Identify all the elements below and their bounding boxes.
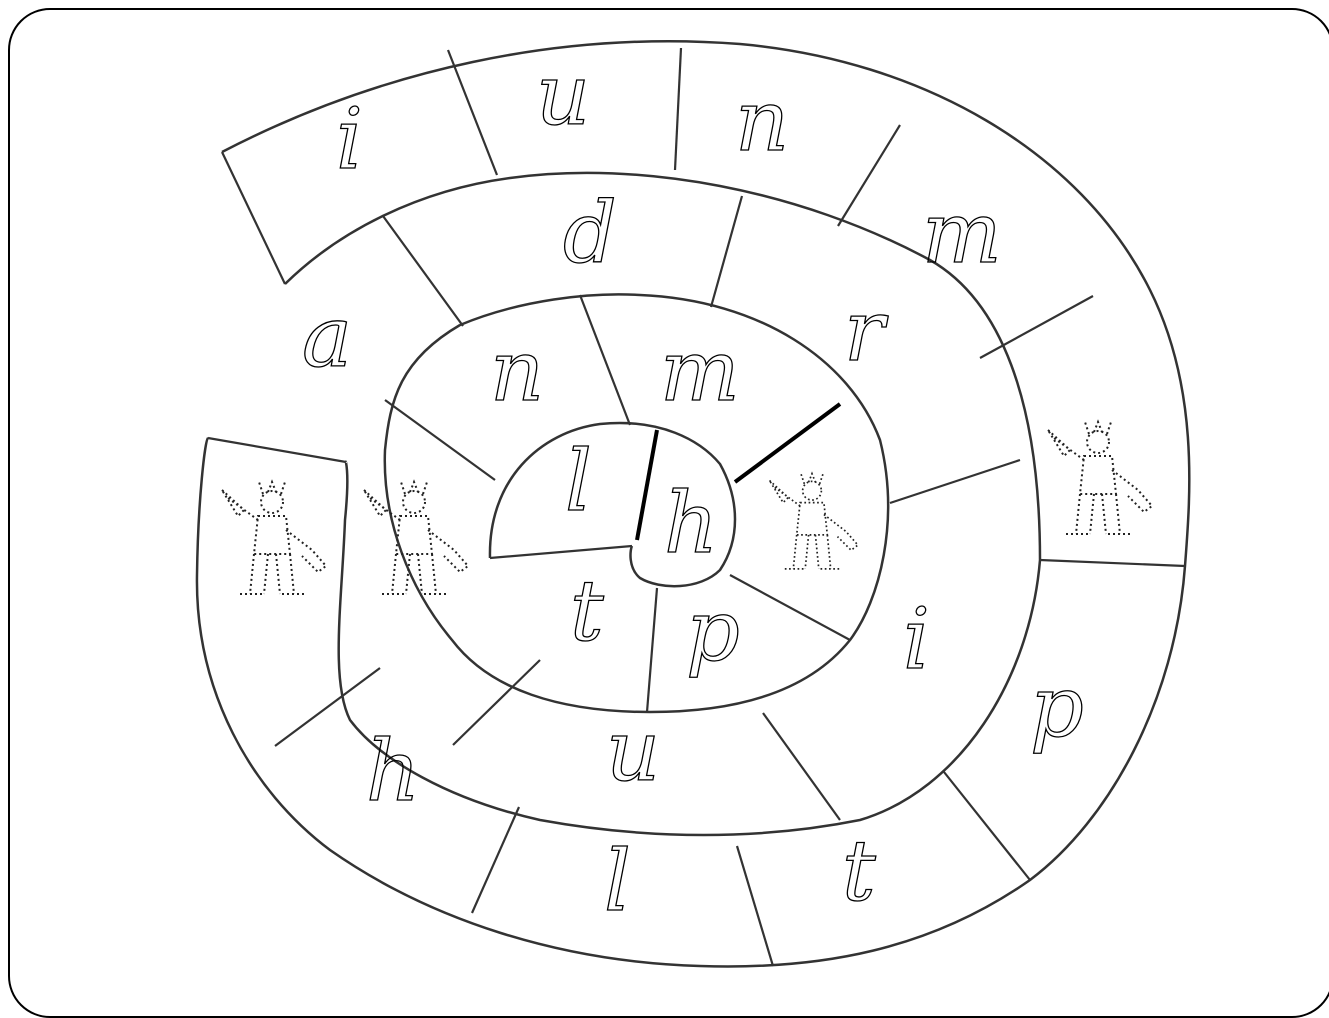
cell-letter: l xyxy=(604,832,631,930)
cell-middle-6[interactable] xyxy=(364,482,468,594)
cell-inner-6[interactable]: l xyxy=(565,432,592,530)
cell-letter: r xyxy=(844,282,889,380)
cell-outer-3[interactable]: n xyxy=(735,72,789,170)
cell-middle-1[interactable]: a xyxy=(302,288,352,386)
cell-letter: m xyxy=(660,322,740,420)
cell-outer-8[interactable]: l xyxy=(604,832,631,930)
cell-center[interactable]: h xyxy=(664,474,718,572)
cell-letter: p xyxy=(1030,658,1084,756)
cell-outer-5[interactable] xyxy=(1048,422,1152,534)
goblin-figure-icon xyxy=(222,482,326,594)
cell-letter: t xyxy=(570,562,604,660)
cell-outer-1[interactable]: i xyxy=(336,90,363,188)
cell-letter: a xyxy=(302,288,352,386)
cell-inner-3[interactable] xyxy=(770,474,858,569)
cell-letter: d xyxy=(563,184,617,282)
cell-outer-7[interactable]: t xyxy=(842,822,876,920)
cell-middle-2[interactable]: d xyxy=(563,184,617,282)
cell-letter: u xyxy=(606,702,660,800)
cell-outer-9[interactable]: h xyxy=(366,722,420,820)
cell-letter: n xyxy=(735,72,789,170)
cell-letter: l xyxy=(565,432,592,530)
goblin-figure-icon xyxy=(770,474,858,569)
goblin-figure-icon xyxy=(1048,422,1152,534)
cell-outer-6[interactable]: p xyxy=(1030,658,1084,756)
cell-letter: i xyxy=(336,90,363,188)
cell-middle-3[interactable]: r xyxy=(844,282,889,380)
cell-inner-5[interactable]: t xyxy=(570,562,604,660)
cell-letter: n xyxy=(490,322,544,420)
cell-letter: t xyxy=(842,822,876,920)
goblin-figure-icon xyxy=(364,482,468,594)
cell-letter: u xyxy=(536,46,590,144)
cell-letter: h xyxy=(664,474,718,572)
cell-letter: m xyxy=(922,184,1002,282)
cell-letter: i xyxy=(903,590,930,688)
cell-letter: h xyxy=(366,722,420,820)
cell-outer-4[interactable]: m xyxy=(922,184,1002,282)
cell-outer-10[interactable] xyxy=(222,482,326,594)
cell-outer-2[interactable]: u xyxy=(536,46,590,144)
cell-inner-2[interactable]: m xyxy=(660,322,740,420)
cell-middle-4[interactable]: i xyxy=(903,590,930,688)
cell-letter: p xyxy=(686,582,740,680)
cell-inner-4[interactable]: p xyxy=(686,582,740,680)
cell-inner-1[interactable]: n xyxy=(490,322,544,420)
cell-middle-5[interactable]: u xyxy=(606,702,660,800)
